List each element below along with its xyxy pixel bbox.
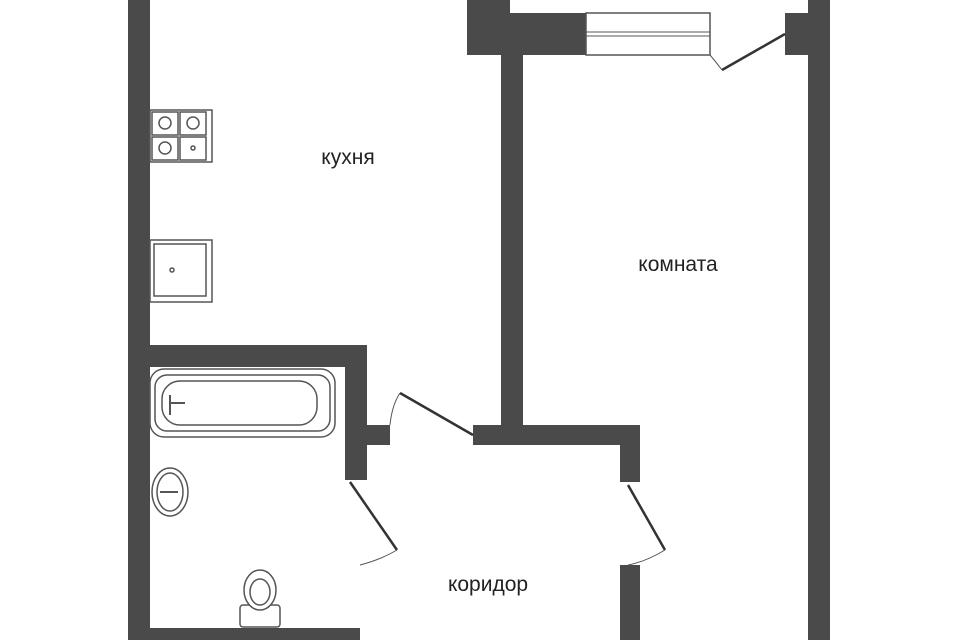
corridor-right-wall-bottom [620,565,640,640]
washbasin-icon [151,467,189,517]
bathroom-right-wall [345,367,367,480]
walls [128,0,830,640]
top-wall-segment [467,13,586,55]
corridor-right-wall-top [620,445,640,482]
kitchen-room-partition [501,55,523,430]
balcony-door [721,32,786,72]
doors [348,32,786,566]
kitchen-door [399,391,474,437]
kitchen-sink-icon [149,239,213,303]
window [585,12,711,56]
left-outer-wall [128,0,150,640]
bathroom-door [348,481,399,551]
top-wall-right-block [785,13,822,55]
corridor-top-wall [473,425,640,445]
right-outer-wall [808,0,830,640]
kitchen-label: кухня [321,146,375,169]
bottom-wall [128,628,360,640]
room-door [626,484,667,551]
bathroom-door-jamb [367,425,390,445]
bathtub-icon [149,368,336,438]
toilet-icon [239,569,281,628]
corridor-label: коридор [447,573,529,596]
bathroom-top-wall [150,345,367,367]
stove-icon [149,109,213,163]
room-label: комната [638,253,718,276]
